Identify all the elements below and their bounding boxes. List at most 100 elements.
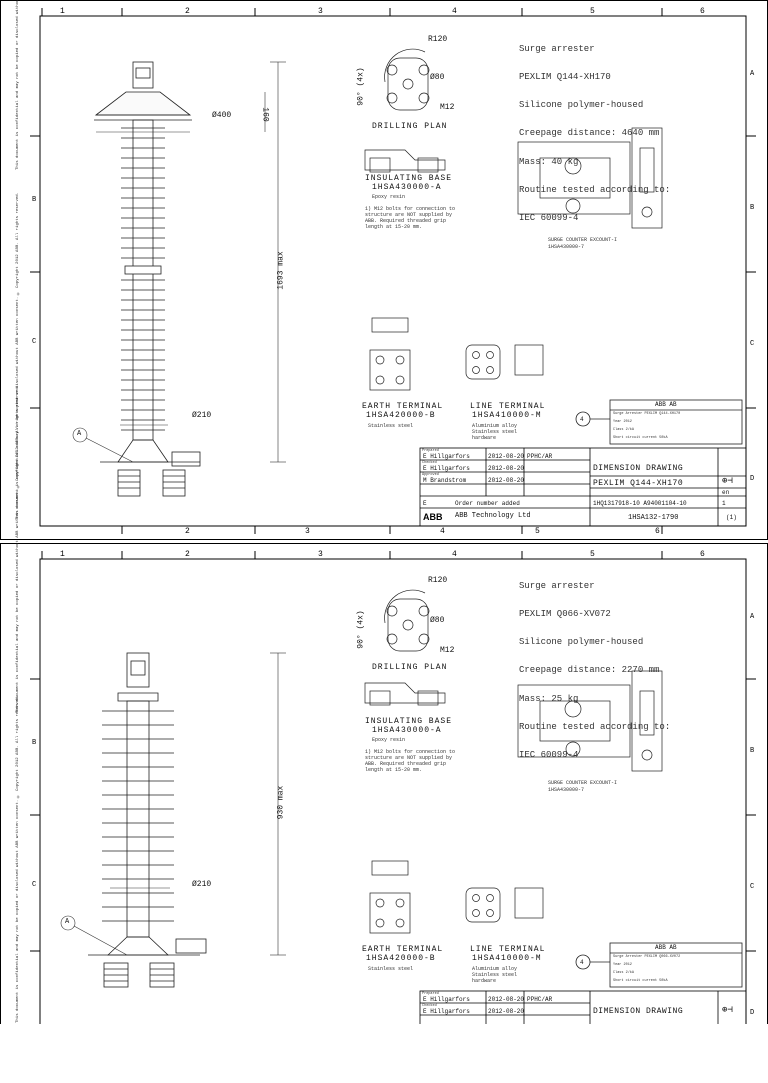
- insulating-base-title: INSULATING BASE: [365, 717, 453, 726]
- tb-rev-text: Order number added: [455, 500, 520, 507]
- col-label-1: 1: [60, 7, 65, 16]
- col-label-6: 6: [700, 550, 705, 559]
- earth-terminal-code: 1HSA420000-B: [366, 411, 436, 420]
- tb-ref: 1HQ1317918-10 A94001104-10: [593, 500, 687, 507]
- drilling-plan-caption: DRILLING PLAN: [372, 663, 448, 672]
- spec-line: PEXLIM Q066-XV072: [519, 609, 611, 620]
- dim-base-dia: Ø210: [192, 411, 212, 420]
- tb-docno: 1HSA132-1790: [628, 514, 679, 522]
- tb-doc-kind: PPHC/AR: [527, 996, 553, 1003]
- tb-prepared-date: 2012-08-20: [488, 453, 525, 460]
- surge-counter-2: [517, 670, 663, 772]
- tb-prepared-label: Prepared: [422, 449, 439, 453]
- dim-total-height: 1693 max: [276, 251, 286, 290]
- confidential-notice-2a: This document is confidential and may no…: [16, 384, 20, 713]
- line-terminal-code: 1HSA410000-M: [472, 411, 542, 420]
- nameplate-row3: Class 2/kA: [613, 971, 635, 975]
- drilling-plan-2: [384, 589, 430, 652]
- row-label-b-left: B: [32, 196, 37, 204]
- drill-dia: Ø80: [430, 73, 445, 82]
- col-label-6-bottom: 6: [655, 527, 660, 536]
- nameplate-brand: ABB AB: [655, 401, 677, 408]
- surge-counter-title: SURGE COUNTER EXCOUNT-I: [548, 780, 618, 786]
- row-label-b: B: [750, 204, 755, 212]
- tb-checked-date: 2012-08-20: [488, 465, 525, 472]
- confidential-notice-1a: This document is confidential and may no…: [16, 0, 20, 170]
- surge-counter-title: SURGE COUNTER EXCOUNT-I: [548, 237, 618, 243]
- tb-approved-label: Approved: [422, 473, 439, 477]
- insulating-base-note: 1) M12 bolts for connection to structure…: [365, 749, 456, 773]
- col-label-1: 1: [60, 550, 65, 559]
- spec-line: Creepage distance: 2270 mm: [519, 665, 660, 676]
- earth-terminal-material: Stainless steel: [368, 423, 414, 429]
- tb-sheet: (1): [726, 514, 737, 521]
- drill-dia: Ø80: [430, 616, 445, 625]
- row-label-c-left: C: [32, 338, 37, 346]
- tb-checked-by: E Hillgarfors: [423, 1008, 470, 1015]
- col-label-4: 4: [452, 550, 457, 559]
- nameplate-row1: Surge Arrester PEXLIM Q066-XV072: [613, 955, 681, 959]
- spec-line: Creepage distance: 4640 mm: [519, 128, 660, 139]
- earth-terminal-title: EARTH TERMINAL: [362, 945, 444, 954]
- tb-prepared-date: 2012-08-20: [488, 996, 525, 1003]
- row-label-c-left: C: [32, 881, 37, 889]
- title-block-1: [419, 447, 747, 527]
- drawing-sheet-2: 1 2 3 4 5 6 A B C D B C This document is…: [0, 384, 768, 1083]
- surge-counter-1: [517, 127, 663, 229]
- insulating-base-code: 1HSA430000-A: [372, 183, 442, 192]
- tb-prepared-by: E Hillgarfors: [423, 996, 470, 1003]
- nameplate-row4: Short circuit current 50kA: [613, 979, 668, 983]
- spec-line: Routine tested according to:: [519, 184, 671, 195]
- row-label-a: A: [750, 70, 755, 78]
- insulating-base-title: INSULATING BASE: [365, 174, 453, 183]
- tb-checked-date: 2012-08-20: [488, 1008, 525, 1015]
- earth-terminal-title: EARTH TERMINAL: [362, 402, 444, 411]
- col-label-5: 5: [590, 7, 595, 16]
- tb-title2: PEXLIM Q144-XH170: [593, 479, 684, 488]
- col-label-5: 5: [590, 550, 595, 559]
- surge-counter-code: 1HSA430000-7: [548, 787, 585, 793]
- spec-line: Surge arrester: [519, 580, 595, 591]
- tb-checked-label: Checked: [422, 1004, 437, 1008]
- col-label-2: 2: [185, 7, 190, 16]
- col-label-6: 6: [700, 7, 705, 16]
- drawing-sheet-1: 1 2 3 4 5 6 2 3 4 5 6 A B C D B C This d…: [0, 0, 768, 540]
- spec-block-1: Surge arrester PEXLIM Q144-XH170 Silicon…: [519, 26, 670, 242]
- drilling-plan-caption: DRILLING PLAN: [372, 122, 448, 131]
- insulating-base-material: Epoxy resin: [372, 737, 406, 743]
- row-label-b: B: [750, 747, 755, 755]
- drill-angle: 90° (4x): [356, 67, 366, 106]
- nameplate-row3: Class 2/kA: [613, 428, 635, 432]
- callout-a: A: [77, 430, 82, 438]
- tb-logo: ABB: [423, 512, 443, 522]
- spec-line: IEC 60099-4: [519, 750, 579, 761]
- spec-line: PEXLIM Q144-XH170: [519, 72, 611, 83]
- tb-title1: DIMENSION DRAWING: [593, 464, 684, 473]
- tb-page: 1: [722, 500, 726, 507]
- sheet-1-frame: [0, 0, 768, 540]
- earth-terminal-code: 1HSA420000-B: [366, 954, 436, 963]
- row-label-c: C: [750, 340, 755, 348]
- line-terminal-title: LINE TERMINAL: [470, 402, 546, 411]
- nameplate-brand: ABB AB: [655, 944, 677, 951]
- title-block-2: [419, 990, 747, 1024]
- row-label-a: A: [750, 613, 755, 621]
- tb-doc-kind: PPHC/AR: [527, 453, 553, 460]
- tb-title1: DIMENSION DRAWING: [593, 1007, 684, 1016]
- confidential-notice-2b: This document is confidential and may no…: [16, 694, 20, 1023]
- dim-total-height: 930 max: [276, 785, 286, 820]
- drill-radius: R120: [428, 35, 448, 44]
- drill-angle: 90° (4x): [356, 610, 366, 649]
- tb-checked-label: Checked: [422, 461, 437, 465]
- col-label-2: 2: [185, 550, 190, 559]
- col-label-4: 4: [452, 7, 457, 16]
- surge-counter-code: 1HSA430000-7: [548, 244, 585, 250]
- projection-symbol-icon: ⊕⊣: [722, 476, 733, 486]
- row-label-d: D: [750, 475, 755, 483]
- drill-bolt: M12: [440, 103, 455, 112]
- earth-terminal-material: Stainless steel: [368, 966, 414, 972]
- col-label-5-bottom: 5: [535, 527, 540, 536]
- spec-line: Surge arrester: [519, 43, 595, 54]
- spec-line: IEC 60099-4: [519, 213, 579, 224]
- drilling-plan-1: [384, 48, 430, 111]
